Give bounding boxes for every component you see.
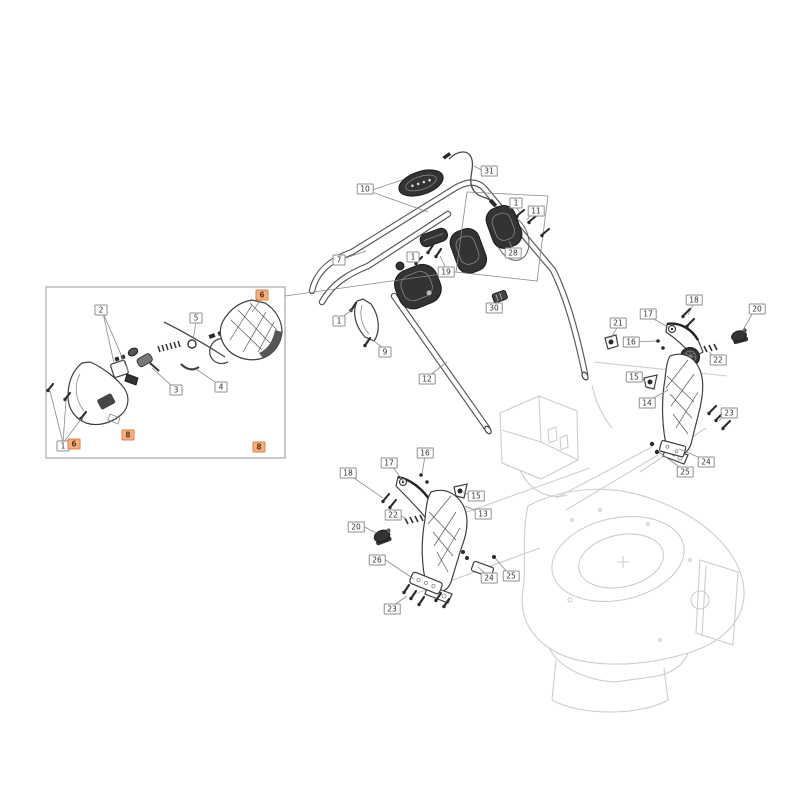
bolt-plate-left-24 — [470, 560, 495, 578]
inset-upper-cover-6 — [219, 299, 283, 361]
inset-spring — [157, 340, 181, 353]
spring-left-22 — [404, 514, 424, 525]
inset-screws — [46, 382, 88, 421]
spring-right-22 — [703, 343, 718, 353]
battery-box — [499, 395, 579, 497]
grip-shell-right — [485, 205, 523, 249]
throttle-cable — [442, 151, 498, 208]
handle-bracket-9 — [354, 298, 379, 342]
upper-handle-tube — [308, 179, 589, 381]
grip-assembly-frame — [455, 191, 549, 282]
clip-right-15 — [643, 374, 658, 390]
clip-left-15 — [453, 483, 468, 499]
inset-shaft-3 — [127, 347, 160, 372]
knob-left-20 — [373, 528, 392, 546]
inset-switch-2 — [110, 354, 139, 386]
screws-top-cluster — [349, 208, 551, 348]
grip-shell-center — [449, 228, 488, 274]
mower-deck — [521, 488, 745, 713]
screws-left-cluster — [381, 473, 496, 609]
inset-rod-5 — [163, 321, 226, 358]
lower-handle-tube-left — [390, 292, 492, 435]
knob-right-20 — [731, 328, 749, 345]
bolt-plate-right-24 — [658, 439, 687, 458]
inset-lower-cover — [67, 361, 129, 426]
inset-curved-link-4 — [180, 363, 200, 371]
switch-shell-small — [419, 227, 449, 248]
cable-connector-30 — [491, 289, 508, 304]
throttle-control — [398, 169, 444, 197]
